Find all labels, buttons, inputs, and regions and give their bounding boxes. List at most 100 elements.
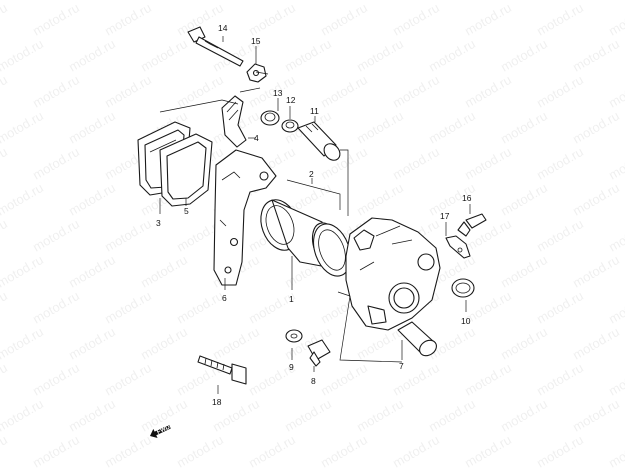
callout-labels: 14 15 13 12 11 4 2 3 5 6 1 16 17 10 9 8 … — [156, 23, 472, 407]
watermark-text: motod.ru — [0, 432, 10, 468]
part-4-pad-spring — [221, 95, 247, 148]
watermark-text: motod.ru — [426, 108, 478, 147]
part-9-washer — [285, 329, 303, 343]
watermark-text: motod.ru — [390, 72, 442, 111]
watermark-text: motod.ru — [498, 324, 550, 363]
watermark-text: motod.ru — [102, 288, 154, 327]
watermark-text: motod.ru — [66, 180, 118, 219]
watermark-text: motod.ru — [282, 324, 334, 363]
watermark-text: motod.ru — [498, 36, 550, 75]
callout-9: 9 — [289, 362, 294, 372]
watermark-text: motod.ru — [354, 36, 406, 75]
watermark-text: motod.ru — [0, 108, 46, 147]
watermark-text: motod.ru — [462, 360, 514, 399]
watermark-text: motod.ru — [0, 36, 46, 75]
watermark-text: motod.ru — [138, 36, 190, 75]
watermark-text: motod.ru — [498, 108, 550, 147]
callout-10: 10 — [461, 316, 471, 326]
watermark-text: motod.ru — [0, 288, 10, 327]
caliper-body — [345, 217, 441, 331]
callout-15: 15 — [251, 36, 261, 46]
watermark-text: motod.ru — [390, 0, 442, 39]
watermark-text: motod.ru — [138, 324, 190, 363]
watermark-text: motod.ru — [30, 144, 82, 183]
watermark-text: motod.ru — [0, 324, 46, 363]
watermark-text: motod.ru — [246, 0, 298, 39]
watermark-text: motod.ru — [354, 180, 406, 219]
watermark-text: motod.ru — [66, 324, 118, 363]
watermark-text: motod.ru — [210, 324, 262, 363]
watermark-text: motod.ru — [318, 432, 370, 468]
callout-3: 3 — [156, 218, 161, 228]
watermark-text: motod.ru — [390, 144, 442, 183]
watermark-text: motod.ru — [570, 108, 622, 147]
watermark-text: motod.ru — [354, 396, 406, 435]
part-16-bleeder — [457, 213, 487, 237]
watermark-text: motod.ru — [0, 0, 46, 3]
watermark-text: motod.ru — [282, 396, 334, 435]
callout-14: 14 — [218, 23, 228, 33]
watermark-text: motod.ru — [30, 72, 82, 111]
watermark-text: motod.ru — [462, 144, 514, 183]
watermark-text: motod.ru — [534, 288, 586, 327]
watermark-text: motod.ru — [426, 396, 478, 435]
part-6-bracket — [213, 149, 277, 286]
watermark-text: motod.ru — [570, 396, 622, 435]
watermark-text: motod.ru — [318, 72, 370, 111]
watermark-text: motod.ru — [318, 0, 370, 39]
watermark-text: motod.ru — [534, 432, 586, 468]
watermark-text: motod.ru — [570, 252, 622, 291]
leader-lines — [159, 36, 471, 394]
watermark-text: motod.ru — [66, 252, 118, 291]
fwd-arrow-icon: FWD — [150, 424, 172, 438]
watermark-text: motod.ru — [462, 0, 514, 39]
watermark-text: motod.ru — [534, 72, 586, 111]
part-7-pin — [397, 321, 437, 357]
callout-17: 17 — [440, 211, 450, 221]
part-5-brake-pad-inner — [159, 133, 213, 207]
watermark-text: motod.ru — [498, 180, 550, 219]
watermark-text: motod.ru — [102, 360, 154, 399]
callout-5: 5 — [184, 206, 189, 216]
watermark-text: motod.ru — [606, 288, 625, 327]
watermark-text: motod.ru — [534, 144, 586, 183]
watermark-text: motod.ru — [570, 324, 622, 363]
watermark-text: motod.ru — [30, 432, 82, 468]
watermark-text: motod.ru — [606, 144, 625, 183]
watermark-text: motod.ru — [174, 72, 226, 111]
watermark-text: motod.ru — [30, 216, 82, 255]
watermark-text: motod.ru — [102, 216, 154, 255]
watermark-text: motod.ru — [0, 252, 46, 291]
watermark-text: motod.ru — [426, 36, 478, 75]
watermark-text: motod.ru — [354, 108, 406, 147]
watermark-text: motod.ru — [498, 252, 550, 291]
callout-13: 13 — [273, 88, 283, 98]
watermark-text: motod.ru — [0, 396, 46, 435]
watermark-text: motod.ru — [102, 72, 154, 111]
fwd-label: FWD — [156, 424, 172, 435]
watermark-text: motod.ru — [498, 396, 550, 435]
part-13-boot — [260, 110, 280, 126]
watermark-text: motod.ru — [570, 180, 622, 219]
callout-11: 11 — [310, 106, 319, 116]
callout-2: 2 — [309, 169, 314, 179]
callout-4: 4 — [254, 133, 259, 143]
callout-7: 7 — [399, 361, 404, 371]
watermark-text: motod.ru — [606, 216, 625, 255]
watermark-text: motod.ru — [318, 360, 370, 399]
part-10-plug — [451, 278, 475, 298]
watermark-text: motod.ru — [570, 36, 622, 75]
watermark-text: motod.ru — [0, 0, 10, 39]
watermark-text: motod.ru — [462, 72, 514, 111]
watermark-text: motod.ru — [606, 0, 625, 39]
part-17-bleeder-cap — [445, 235, 471, 259]
watermark-text: motod.ru — [30, 360, 82, 399]
part-18-mounting-bolt — [197, 355, 247, 385]
watermark-text: motod.ru — [246, 432, 298, 468]
watermark-text: motod.ru — [66, 36, 118, 75]
callout-16: 16 — [462, 193, 472, 203]
watermark-text: motod.ru — [0, 180, 46, 219]
callout-1: 1 — [289, 294, 294, 304]
watermark-text: motod.ru — [606, 360, 625, 399]
